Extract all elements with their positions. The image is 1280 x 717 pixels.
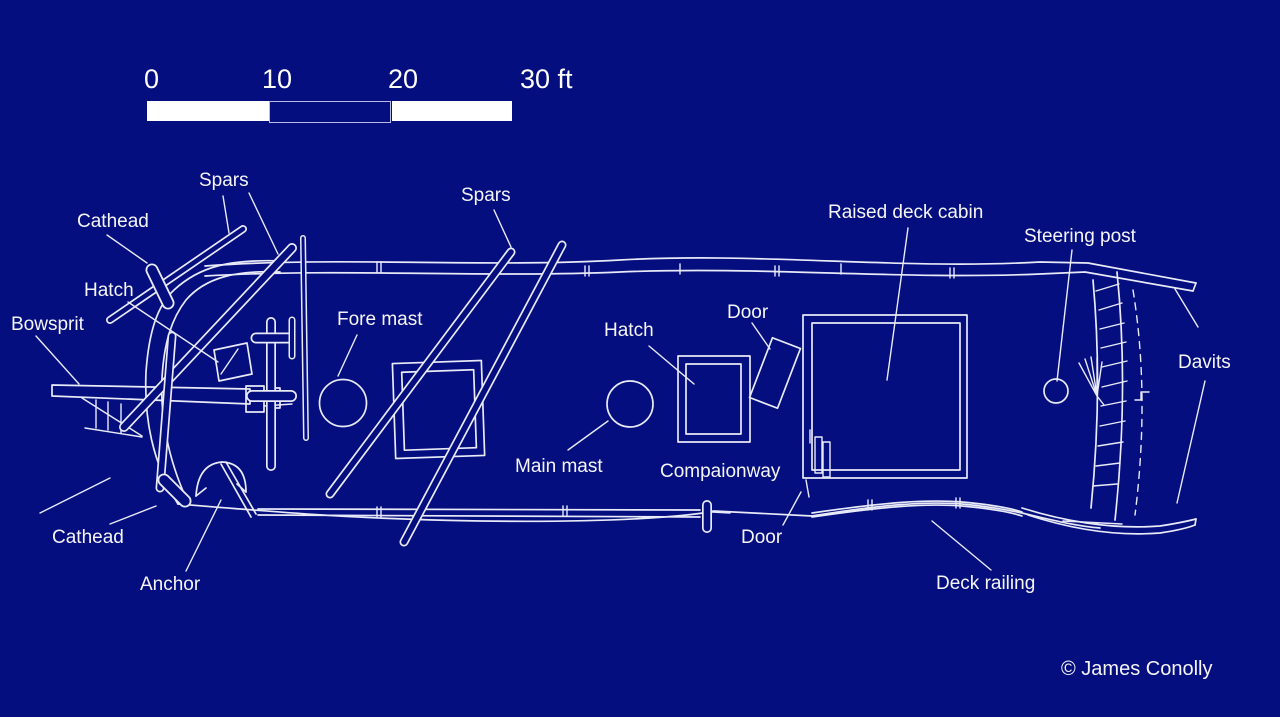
leader-spars1-a xyxy=(222,195,230,234)
anchor-shape xyxy=(195,461,257,518)
label-hatch-main: Hatch xyxy=(604,320,654,341)
leader-deck-railing xyxy=(931,520,992,571)
leader-spars1-b xyxy=(248,192,279,255)
leader-spars2 xyxy=(493,209,512,248)
tiller-hand xyxy=(1078,356,1105,406)
companionway-door xyxy=(748,336,802,410)
scale-tick-10: 10 xyxy=(262,64,293,94)
scale-tick-20: 20 xyxy=(388,64,419,94)
windlass xyxy=(220,316,297,471)
deck-boom xyxy=(257,500,731,533)
main-mast-circle xyxy=(606,380,654,428)
leader-hatch-main xyxy=(648,345,695,385)
leader-anchor xyxy=(185,499,222,572)
label-cathead-top: Cathead xyxy=(77,211,149,232)
label-davits: Davits xyxy=(1178,352,1231,373)
label-door-bottom: Door xyxy=(741,527,783,548)
leader-cathead-top xyxy=(106,234,148,264)
scale-tick-0: 0 xyxy=(144,64,160,94)
deck-railing-shape xyxy=(811,497,1023,518)
fore-mast-circle xyxy=(318,378,368,428)
steering-post-circle xyxy=(1043,378,1069,404)
leader-door-bottom xyxy=(782,491,802,526)
leader-lines xyxy=(35,192,1206,572)
label-compaionway: Compaionway xyxy=(660,461,781,482)
leader-door-top xyxy=(751,322,771,350)
label-deck-railing: Deck railing xyxy=(936,573,1036,594)
scale-segment-2 xyxy=(269,101,391,123)
leader-hatch-bow xyxy=(127,301,219,363)
label-spars-mid: Spars xyxy=(461,185,511,206)
label-raised-deck-cabin: Raised deck cabin xyxy=(828,202,984,223)
leader-main-mast xyxy=(567,420,609,451)
scale-segment-3 xyxy=(392,101,512,121)
credit-text: © James Conolly xyxy=(1061,658,1213,680)
scale-tick-30: 30 ft xyxy=(520,64,573,94)
label-spars-bow: Spars xyxy=(199,170,249,191)
leader-fore-mast xyxy=(337,334,358,377)
raised-deck-cabin xyxy=(802,314,968,498)
label-main-mast: Main mast xyxy=(515,456,603,477)
label-fore-mast: Fore mast xyxy=(337,309,423,330)
label-cathead-bottom: Cathead xyxy=(52,527,124,548)
main-hatch xyxy=(677,355,751,443)
label-anchor: Anchor xyxy=(140,574,201,595)
label-bowsprit: Bowsprit xyxy=(11,314,84,335)
bow-hatch xyxy=(213,342,253,382)
scale-segment-1 xyxy=(147,101,269,121)
label-door-top: Door xyxy=(727,302,769,323)
leader-davits-b xyxy=(1176,380,1206,504)
stern-davit-lower xyxy=(1021,507,1197,535)
leader-davits-a xyxy=(1174,288,1199,328)
label-steering-post: Steering post xyxy=(1024,226,1136,247)
leader-steering-post xyxy=(1056,249,1073,382)
leader-cathead-bottom xyxy=(109,505,157,525)
catheads xyxy=(145,263,192,508)
stern-transom xyxy=(1090,271,1150,521)
leader-raised-deck-cabin xyxy=(886,227,909,381)
label-hatch-bow: Hatch xyxy=(84,280,134,301)
leader-bowsprit xyxy=(35,335,80,385)
hull-outline xyxy=(39,257,1197,529)
